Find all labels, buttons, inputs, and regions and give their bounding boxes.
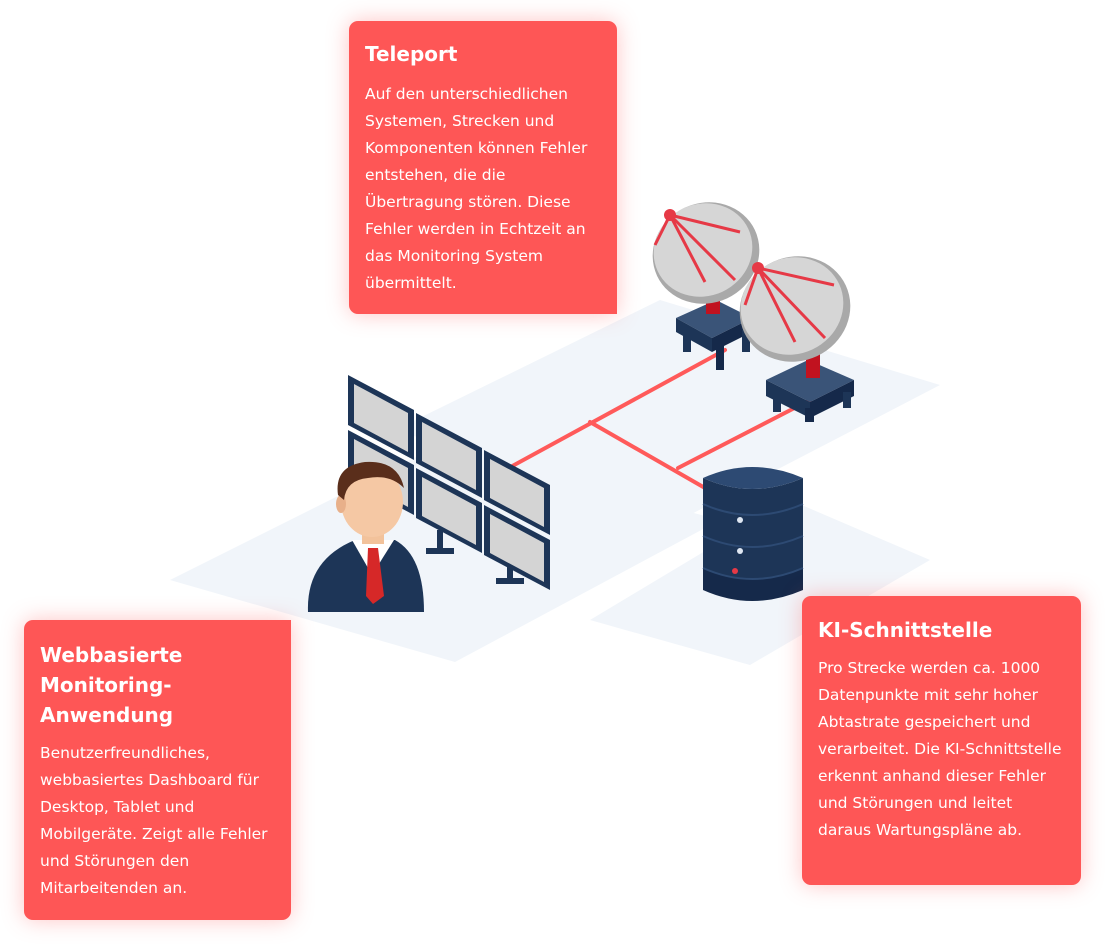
satellite-dish-icon <box>739 256 854 422</box>
web-monitoring-text: Benutzerfreundliches, webbasiertes Dashb… <box>40 744 268 897</box>
server-icon <box>702 467 804 601</box>
teleport-text: Auf den unterschiedlichen Systemen, Stre… <box>365 85 588 292</box>
ki-interface-card: KI-Schnittstelle Pro Strecke werden ca. … <box>802 596 1081 885</box>
web-monitoring-card: Webbasierte Monitoring-Anwendung Benutze… <box>24 620 291 920</box>
teleport-title: Teleport <box>365 42 458 66</box>
operator-icon <box>307 461 424 612</box>
connection-lines <box>503 348 812 490</box>
web-monitoring-title: Webbasierte Monitoring-Anwendung <box>40 643 183 727</box>
satellite-dish-icon <box>652 202 760 370</box>
ki-interface-text: Pro Strecke werden ca. 1000 Datenpunkte … <box>818 659 1062 839</box>
ki-interface-title: KI-Schnittstelle <box>818 618 993 642</box>
teleport-card: Teleport Auf den unterschiedlichen Syste… <box>349 21 617 314</box>
